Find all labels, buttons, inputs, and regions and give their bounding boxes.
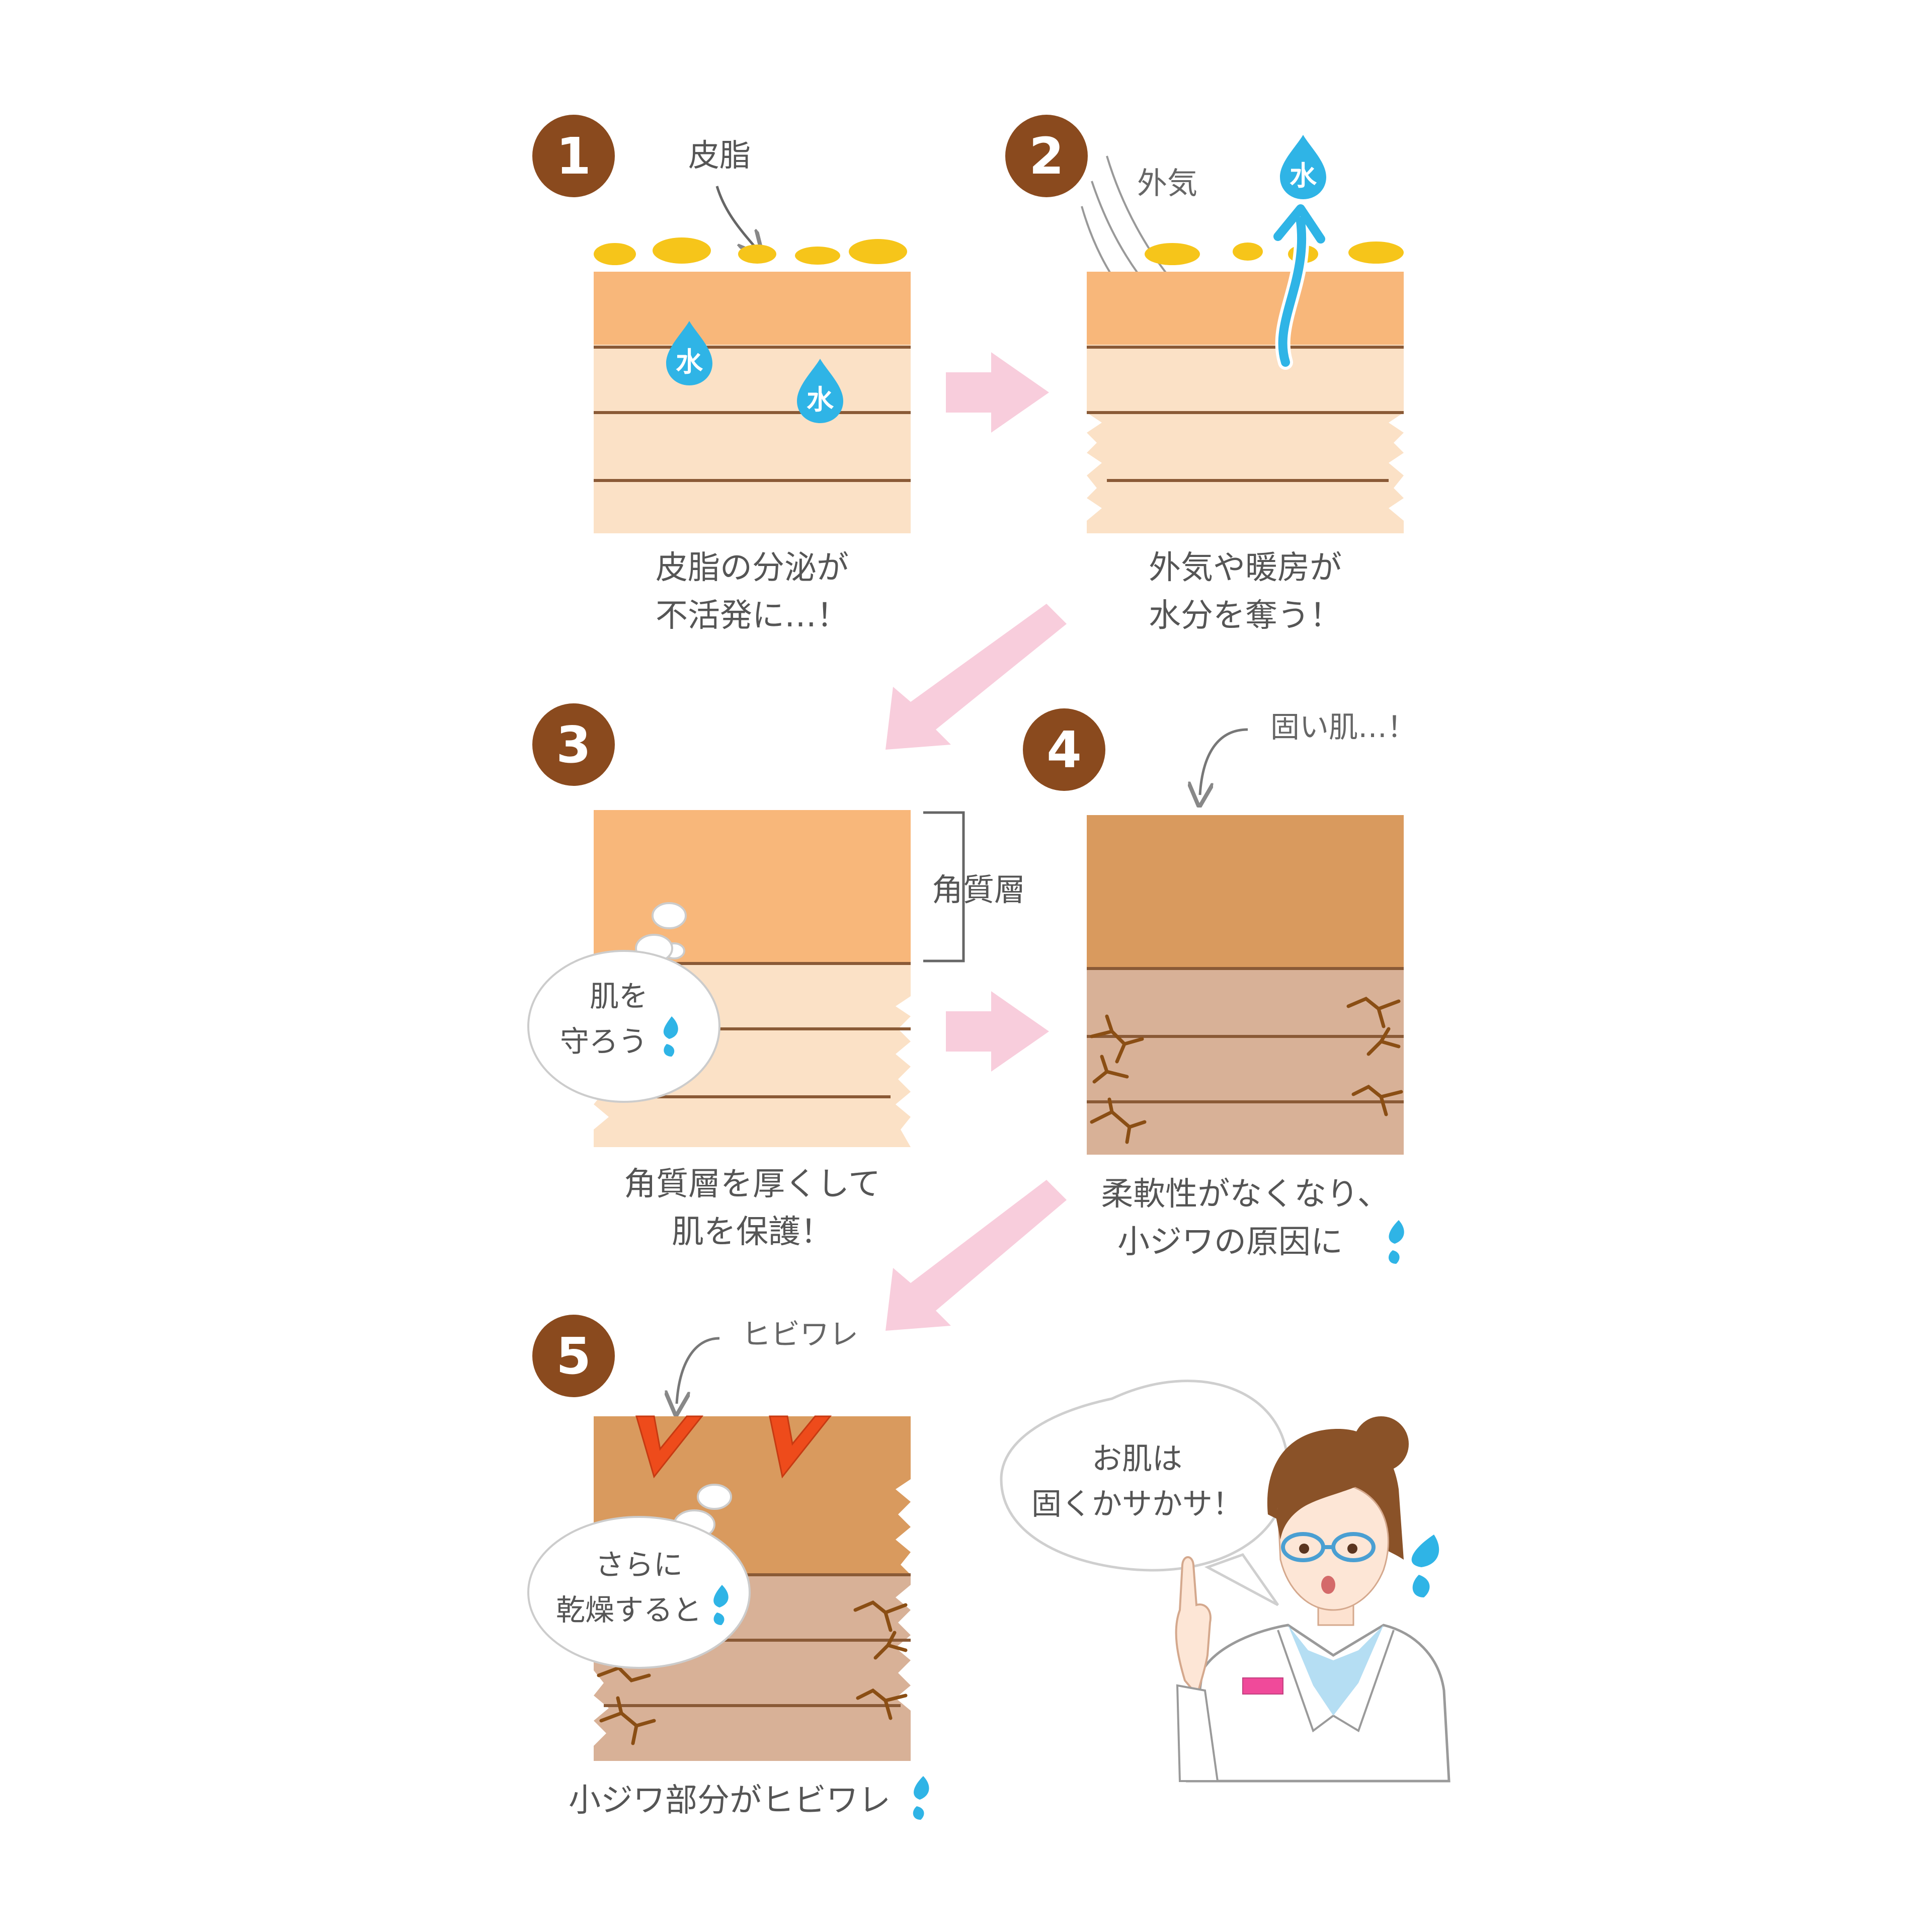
sweat-drop-icon [713, 1585, 729, 1625]
step-1-caption-line-1: 皮脂の分泌が [656, 549, 849, 587]
fine-cracks [1090, 996, 1403, 1144]
bubble-line-1: さらに [595, 1548, 683, 1582]
skin-block-2 [1087, 272, 1404, 533]
step-1-badge: 1 [532, 115, 615, 197]
thought-bubble: 肌を 守ろう [527, 902, 720, 1103]
curved-pointer-arrow-icon [715, 186, 755, 247]
svg-text:水: 水 [1290, 160, 1317, 192]
speech-bubble: お肌は 固くかサかサ！ [1000, 1380, 1290, 1606]
step-4: 4 固い肌…！ 柔軟性がなくなり、 小ジワの原因に [1023, 708, 1416, 1264]
water-drop-icon: 水 [666, 321, 712, 385]
sweat-drop-icon [663, 1016, 678, 1057]
hard-skin-label: 固い肌…！ [1270, 710, 1416, 744]
step-4-number: 4 [1046, 720, 1082, 779]
step-3-caption-line-1: 角質層を厚くして [624, 1166, 880, 1203]
mouth [1321, 1576, 1335, 1594]
raised-hand [1175, 1556, 1212, 1698]
pink-arrow-icon [946, 352, 1049, 433]
step-3-caption-line-2: 肌を保護！ [672, 1214, 833, 1251]
name-badge [1242, 1677, 1283, 1695]
step-2-caption-line-2: 水分を奪う！ [1149, 597, 1342, 634]
step-1-number: 1 [556, 127, 591, 186]
sebum-blobs [594, 237, 907, 265]
eyes [1299, 1544, 1357, 1554]
evaporation-arrow [1273, 204, 1325, 370]
step-3-badge: 3 [532, 703, 615, 786]
pink-arrow-icon [946, 991, 1049, 1072]
speech-line-2: 固くかサかサ！ [1031, 1487, 1243, 1522]
skin-block-4 [1087, 815, 1404, 1155]
bubble-line-2: 乾燥すると [556, 1593, 702, 1627]
inner-shirt [1288, 1625, 1384, 1716]
stratum-corneum-label: 角質層 [932, 871, 1025, 908]
thought-bubble: さらに 乾燥すると [527, 1484, 751, 1669]
step-5-number: 5 [556, 1327, 591, 1386]
speech-line-1: お肌は [1092, 1441, 1182, 1477]
sweat-drop-icon [1388, 1220, 1404, 1264]
step-5-caption: 小ジワ部分がヒビワレ [569, 1782, 891, 1819]
step-3: 3 角質層 肌を 守ろう 角質層を厚くして 肌を保護！ [527, 703, 1025, 1251]
step-4-caption-line-1: 柔軟性がなくなり、 [1101, 1176, 1389, 1213]
fine-cracks [597, 1600, 908, 1745]
step-2-number: 2 [1029, 127, 1064, 186]
step-1-caption-line-2: 不活発に…！ [656, 597, 849, 634]
step-2-caption-line-1: 外気や暖房が [1149, 549, 1342, 587]
crack-label: ヒビワレ [742, 1317, 858, 1351]
water-drop-icon: 水 [1280, 135, 1326, 199]
lab-coat [1186, 1624, 1451, 1783]
step-5-badge: 5 [532, 1315, 615, 1397]
curved-pointer-arrow-icon [677, 1337, 720, 1404]
coat-lapels [1277, 1630, 1395, 1733]
curved-pointer-arrow-icon [1200, 728, 1248, 795]
bubble-line-2: 守ろう [560, 1024, 648, 1059]
svg-text:水: 水 [676, 346, 703, 378]
step-2-badge: 2 [1005, 115, 1088, 197]
pink-arrow-icon [886, 1180, 1067, 1331]
step-4-badge: 4 [1023, 708, 1105, 791]
deep-cracks [635, 1415, 832, 1479]
glasses [1281, 1532, 1376, 1562]
step-3-number: 3 [556, 715, 591, 774]
hair-bun [1353, 1416, 1409, 1472]
step-4-caption-line-2: 小ジワの原因に [1117, 1224, 1343, 1261]
step-2: 2 外気 水 外気や暖房が 水 [1005, 115, 1404, 634]
water-drop-icon: 水 [797, 359, 843, 423]
hair-fringe [1275, 1470, 1369, 1540]
step-1: 1 皮脂 水 水 皮脂の分泌が 不活発に…！ [532, 115, 911, 634]
character-scientist: お肌は 固くかサかサ！ [1000, 1380, 1451, 1783]
bubble-line-1: 肌を [590, 979, 648, 1013]
sleeve [1176, 1684, 1219, 1782]
outside-air-label: 外気 [1137, 166, 1197, 201]
step-5: 5 ヒビワレ さらに 乾燥すると [527, 1315, 929, 1820]
sebum-blobs [1145, 242, 1404, 265]
skin-block-1 [594, 272, 911, 533]
sebum-label: 皮脂 [688, 137, 751, 174]
pink-arrow-icon [886, 604, 1067, 750]
svg-text:水: 水 [807, 384, 834, 416]
sweat-drop-icon [913, 1776, 929, 1820]
sweat-drop-icon [1411, 1535, 1439, 1597]
stratum-corneum-bracket [923, 811, 965, 962]
